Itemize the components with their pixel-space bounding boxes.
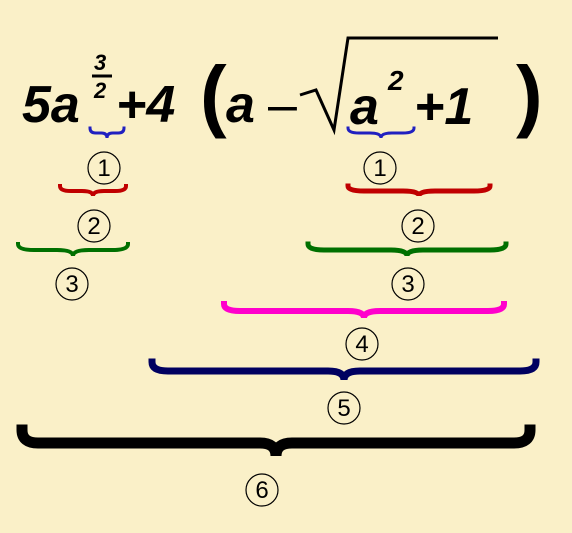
- brace-step-4: [220, 300, 508, 319]
- step-marker-3-left: 3: [55, 267, 89, 301]
- svg-text:1: 1: [373, 155, 386, 182]
- svg-text:4: 4: [355, 331, 368, 358]
- svg-text:2: 2: [87, 213, 100, 240]
- brace-step-1-right: [346, 126, 416, 139]
- radicand-plus-1: +1: [414, 78, 473, 136]
- square-root-sign: [299, 36, 498, 136]
- step-marker-6: 6: [245, 473, 279, 507]
- step-marker-4: 4: [345, 327, 379, 361]
- expression: 5a 3 2 +4 ( a – a 2 +1 ): [22, 36, 543, 139]
- brace-step-2-right: [345, 183, 493, 197]
- radicand-a: a: [350, 78, 379, 136]
- svg-text:1: 1: [97, 155, 110, 182]
- step-markers: 1 1 2 2 3 3 4 5: [55, 151, 435, 507]
- term-plus-4: +4: [116, 76, 175, 134]
- step-marker-2-right: 2: [401, 209, 435, 243]
- minus-sign: –: [268, 76, 297, 134]
- svg-text:2: 2: [411, 213, 424, 240]
- svg-text:3: 3: [401, 271, 414, 298]
- brace-step-5: [148, 358, 540, 381]
- brace-step-6: [16, 424, 536, 457]
- brace-step-3-left: [15, 241, 131, 257]
- close-parenthesis: ): [516, 50, 543, 139]
- step-marker-1-right: 1: [363, 151, 397, 185]
- brace-step-3-right: [305, 241, 509, 257]
- brace-step-1-left: [88, 126, 126, 139]
- open-parenthesis: (: [200, 50, 227, 139]
- exponent-denominator: 2: [93, 78, 107, 103]
- term-a: a: [226, 76, 255, 134]
- exponent-numerator: 3: [94, 50, 106, 75]
- svg-text:3: 3: [65, 271, 78, 298]
- step-marker-2-left: 2: [77, 209, 111, 243]
- svg-text:5: 5: [337, 395, 350, 422]
- step-marker-5: 5: [327, 391, 361, 425]
- radicand-exponent: 2: [387, 65, 404, 96]
- term-5a: 5a: [22, 76, 80, 134]
- svg-text:6: 6: [255, 477, 268, 504]
- step-marker-1-left: 1: [87, 151, 121, 185]
- step-marker-3-right: 3: [391, 267, 425, 301]
- braces: [15, 126, 540, 457]
- brace-step-2-left: [57, 183, 129, 197]
